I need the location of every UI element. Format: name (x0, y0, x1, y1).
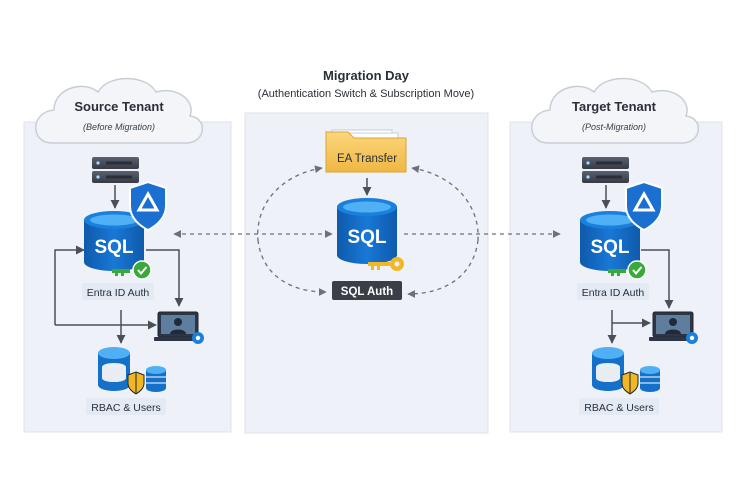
shield-small-icon (127, 371, 145, 395)
check-icon (132, 260, 152, 280)
loop-arrow-bottom-left (257, 239, 327, 296)
source-subtitle: (Before Migration) (83, 122, 155, 132)
target-user-monitor-icon (649, 311, 697, 341)
user-monitor-icon (154, 311, 202, 341)
target-rbac-label: RBAC & Users (584, 402, 653, 414)
folder-icon (325, 129, 407, 173)
target-shield-small-icon (621, 371, 639, 395)
loop-arrow-top-right (411, 165, 479, 241)
target-gear-icon (686, 332, 698, 344)
sql-label: SQL (94, 237, 133, 258)
target-title: Target Tenant (572, 99, 657, 114)
loop-arrow-top-left (257, 165, 323, 241)
target-auth-label: Entra ID Auth (582, 287, 645, 299)
source-rbac-label: RBAC & Users (91, 402, 160, 414)
center-subtitle: (Authentication Switch & Subscription Mo… (258, 88, 474, 100)
gear-icon (192, 332, 204, 344)
center-sql-database-icon: SQL (337, 198, 397, 264)
sql-auth-label: SQL Auth (341, 286, 393, 298)
source-auth-label: Entra ID Auth (87, 287, 150, 299)
loop-arrow-bottom-right (407, 239, 479, 298)
folder-label: EA Transfer (337, 153, 397, 165)
small-database-icon (146, 366, 166, 392)
source-cloud (35, 77, 203, 144)
center-sql-label: SQL (347, 227, 386, 248)
target-security-shield-icon (625, 180, 663, 232)
target-cloud (531, 77, 699, 144)
server-icon (92, 157, 139, 183)
target-sql-database-icon: SQL (580, 211, 640, 271)
target-check-icon (627, 260, 647, 280)
target-rbac-database-icon (592, 347, 624, 391)
sql-database-icon: SQL (84, 211, 144, 271)
security-shield-icon (129, 180, 167, 232)
target-sql-label: SQL (590, 237, 629, 258)
source-sql-to-user-arrow (146, 249, 184, 307)
gold-key-icon (368, 257, 404, 271)
sql-auth-badge (332, 281, 402, 300)
key-icon (112, 269, 130, 276)
rbac-database-icon (98, 347, 130, 391)
center-title: Migration Day (323, 68, 410, 83)
target-rbac-badge (579, 398, 659, 415)
source-title: Source Tenant (74, 99, 164, 114)
target-auth-badge (577, 283, 649, 300)
target-sql-to-user-arrow (641, 249, 674, 309)
target-small-database-icon (640, 366, 660, 392)
target-key-icon (608, 269, 626, 276)
source-auth-badge (82, 283, 154, 300)
source-left-loop-arrow (54, 245, 85, 325)
target-subtitle: (Post-Migration) (582, 122, 646, 132)
source-rbac-badge (86, 398, 166, 415)
target-server-icon (582, 157, 629, 183)
